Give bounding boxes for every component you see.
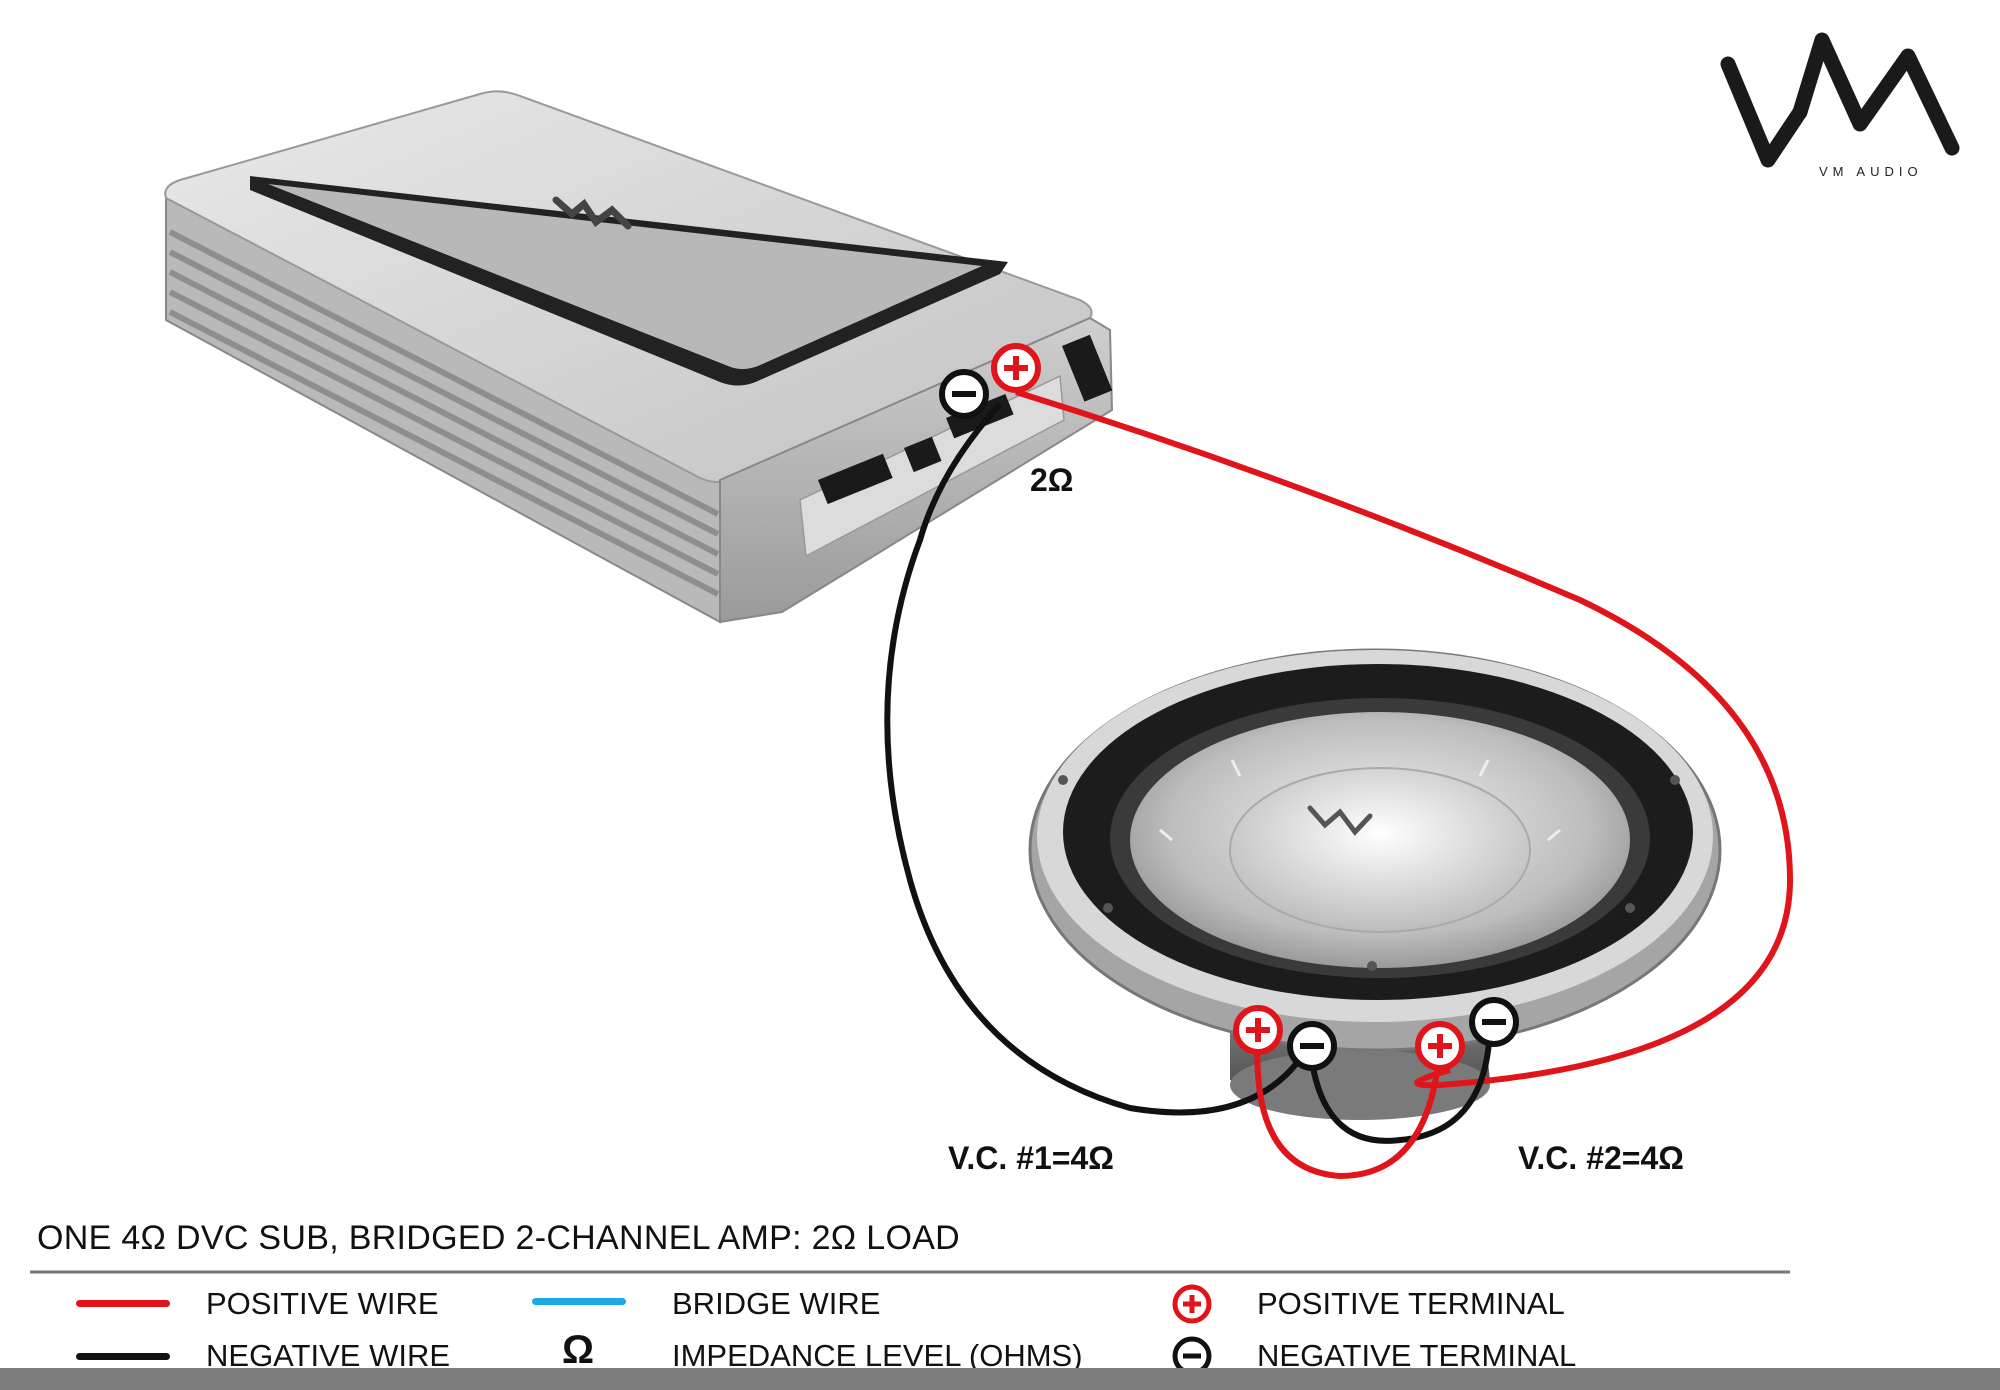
jumper-wire-positive: [1254, 1033, 1443, 1180]
vc2-negative-terminal: [1469, 997, 1519, 1047]
voice-coil-1-label: V.C. #1=4Ω: [948, 1140, 1114, 1176]
logo-subtitle: VM AUDIO: [1819, 164, 1923, 179]
negative-wire-swatch: [76, 1353, 170, 1360]
vm-audio-logo: [1720, 32, 1960, 168]
bridge-wire-swatch: [532, 1298, 626, 1305]
impedance-symbol: Ω: [562, 1328, 595, 1372]
bottom-bar: [0, 1368, 2000, 1390]
positive-wire-amp-to-vc2: [1015, 389, 1794, 1089]
vc2-positive-terminal: [1415, 1021, 1465, 1071]
legend-bridge-wire: BRIDGE WIRE: [672, 1286, 881, 1321]
subwoofer: [1028, 648, 1722, 1120]
amp-load-label: 2Ω: [1030, 462, 1074, 498]
amp-negative-terminal: [939, 369, 989, 419]
voice-coil-2-label: V.C. #2=4Ω: [1518, 1140, 1684, 1176]
legend-negative-terminal: NEGATIVE TERMINAL: [1257, 1338, 1577, 1373]
vc1-positive-terminal: [1233, 1005, 1283, 1055]
amp-positive-terminal: [991, 343, 1041, 393]
positive-wire-swatch: [76, 1300, 170, 1307]
legend-positive-terminal: POSITIVE TERMINAL: [1257, 1286, 1565, 1321]
legend-impedance: IMPEDANCE LEVEL (OHMS): [672, 1338, 1083, 1373]
vc1-negative-terminal: [1287, 1021, 1337, 1071]
diagram-title: ONE 4Ω DVC SUB, BRIDGED 2-CHANNEL AMP: 2…: [37, 1219, 961, 1257]
jumper-wire-negative: [1307, 1019, 1493, 1144]
legend-positive-wire: POSITIVE WIRE: [206, 1286, 439, 1321]
amplifier: [164, 90, 1114, 624]
positive-terminal-icon: [1172, 1284, 1212, 1324]
negative-wire-amp-to-vc1: [884, 401, 1313, 1116]
legend-negative-wire: NEGATIVE WIRE: [206, 1338, 451, 1373]
